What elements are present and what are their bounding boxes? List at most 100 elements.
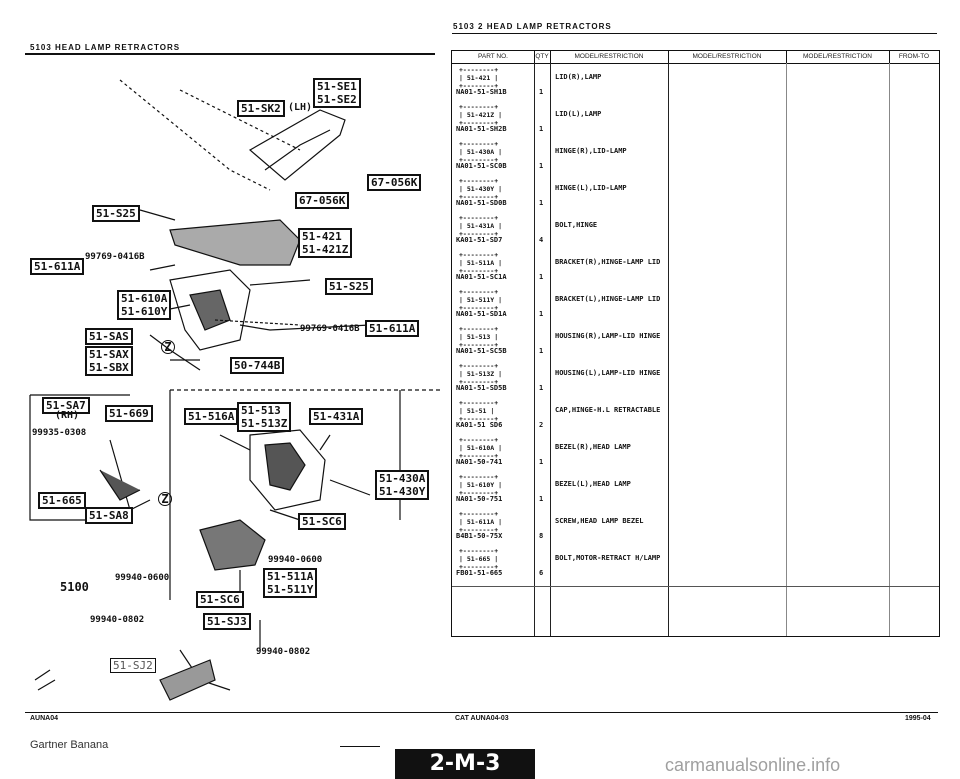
catalog-code: AUNA04 — [30, 715, 59, 722]
part-number: NA01-51-SD5B — [456, 384, 507, 392]
table-bottom-rule — [452, 586, 939, 587]
part-number: KA01-51 SD6 — [456, 421, 503, 429]
callout-51-sc6: 51-SC6 — [298, 513, 346, 530]
col-divider — [550, 63, 551, 636]
section-title: 5103 HEAD LAMP RETRACTORS — [30, 43, 181, 52]
part-number: NA01-51-SC1A — [456, 273, 507, 281]
part-number: NA01-50-741 — [456, 458, 503, 466]
table-row: +--------+| 51-610Y |+--------+ NA01-50-… — [452, 472, 939, 505]
callout-51-s25: 51-S25 — [92, 205, 140, 222]
callout-51-513: 51-513 51-513Z — [237, 402, 292, 432]
ref-no: 51-511A — [466, 259, 495, 267]
header-rule — [25, 53, 435, 55]
decor-rule — [340, 746, 380, 747]
issue-date: 1995-04 — [905, 715, 931, 722]
ref-box: +--------+| 51-513 |+--------+ — [459, 325, 499, 349]
z-marker-b: Z — [158, 492, 172, 506]
ref-box: +--------+| 51-511A |+--------+ — [459, 251, 503, 275]
callout-51-610a: 51-610A 51-610Y — [117, 290, 172, 320]
part-number: FB01-51-665 — [456, 569, 503, 577]
description: CAP,HINGE-H.L RETRACTABLE — [555, 406, 661, 414]
part-number: KA01-51-SD7 — [456, 236, 503, 244]
qty: 1 — [539, 458, 544, 466]
qty: 1 — [539, 384, 544, 392]
table-row: +--------+| 51-421Z |+--------+ NA01-51-… — [452, 102, 939, 135]
ref-no: 51-513 — [466, 333, 491, 341]
exploded-diagram: 51-SE1 51-SE2 51-SK2 (LH) 67-056K 67-056… — [0, 40, 440, 720]
col-divider — [668, 63, 669, 636]
callout-67-056k-b: 67-056K — [295, 192, 350, 209]
ref-box: +--------+| 51-421Z |+--------+ — [459, 103, 503, 127]
description: BEZEL(L),HEAD LAMP — [555, 480, 631, 488]
page-title: 5103 2 HEAD LAMP RETRACTORS — [453, 22, 612, 31]
lh-label: (LH) — [288, 102, 313, 113]
ref-box: +--------+| 51-511Y |+--------+ — [459, 288, 503, 312]
callout-51-611a-b: 51-611A — [365, 320, 420, 337]
part-number: NA01-51-SH2B — [456, 125, 507, 133]
credit-text: Gartner Banana — [30, 739, 109, 751]
ref-number: 5100 — [60, 580, 89, 594]
ref-box: +--------+| 51-421 |+--------+ — [459, 66, 499, 90]
description: BEZEL(R),HEAD LAMP — [555, 443, 631, 451]
qty: 1 — [539, 310, 544, 318]
description: HOUSING(L),LAMP-LID HINGE — [555, 369, 661, 377]
qty: 1 — [539, 125, 544, 133]
table-row: +--------+| 51-430A |+--------+ NA01-51-… — [452, 139, 939, 172]
callout-51-sax: 51-SAX 51-SBX — [85, 346, 133, 376]
description: HINGE(R),LID-LAMP — [555, 147, 627, 155]
callout-50-744b: 50-744B — [230, 357, 285, 374]
description: BRACKET(L),HINGE-LAMP LID — [555, 295, 661, 303]
page-badge: 2-M-3 — [395, 749, 535, 779]
callout-67-056k-a: 67-056K — [367, 174, 422, 191]
col-header-from-to: FROM-TO — [898, 53, 930, 60]
ref-no: 51-665 — [466, 555, 491, 563]
part-number: B4B1-50-75X — [456, 532, 503, 540]
col-header-qty: QTY — [534, 51, 551, 63]
callout-51-516a: 51-516A — [184, 408, 239, 425]
callout-51-421: 51-421 51-421Z — [298, 228, 353, 258]
description: BOLT,MOTOR-RETRACT H/LAMP — [555, 554, 661, 562]
callout-51-sc6b: 51-SC6 — [196, 591, 244, 608]
z-marker-a: Z — [161, 340, 175, 354]
callout-51-611a: 51-611A — [30, 258, 85, 275]
bolt-number-d: 99940-0600 — [268, 555, 323, 565]
ref-box: +--------+| 51-430A |+--------+ — [459, 140, 503, 164]
table-row: +--------+| 51-421 |+--------+ NA01-51-S… — [452, 65, 939, 98]
callout-51-s25b: 51-S25 — [325, 278, 373, 295]
diagram-linework — [29, 79, 440, 701]
col-divider — [786, 63, 787, 636]
description: SCREW,HEAD LAMP BEZEL — [555, 517, 644, 525]
bolt-number-f: 99940-0802 — [90, 615, 145, 625]
description: LID(L),LAMP — [555, 110, 602, 118]
qty: 6 — [539, 569, 544, 577]
description: HINGE(L),LID-LAMP — [555, 184, 627, 192]
callout-51-430a: 51-430A 51-430Y — [375, 470, 430, 500]
bolt-number-e: 99940-0600 — [115, 573, 170, 583]
col-divider — [889, 63, 890, 636]
table-row: +--------+| 51-511Y |+--------+ NA01-51-… — [452, 287, 939, 320]
col-divider — [534, 63, 535, 636]
catalog-ref: CAT AUNA04-03 — [455, 715, 509, 722]
col-header-part-no: PART NO. — [452, 51, 535, 63]
ref-box: +--------+| 51-430Y |+--------+ — [459, 177, 503, 201]
qty: 1 — [539, 199, 544, 207]
table-row: +--------+| 51-610A |+--------+ NA01-50-… — [452, 435, 939, 468]
footer-rule — [25, 712, 938, 713]
table-row: +--------+| 51-513 |+--------+ NA01-51-S… — [452, 324, 939, 357]
description: BOLT,HINGE — [555, 221, 598, 229]
bolt-number-c: 99935-0308 — [32, 428, 87, 438]
qty: 1 — [539, 495, 544, 503]
callout-51-sk2: 51-SK2 — [237, 100, 285, 117]
bolt-number-a: 99769-0416B — [85, 252, 145, 262]
ref-no: 51-431A — [466, 222, 495, 230]
callout-51-sj2: 51-SJ2 — [110, 658, 156, 673]
callout-51-sa8: 51-SA8 — [85, 507, 133, 524]
callout-51-sj3: 51-SJ3 — [203, 613, 251, 630]
ref-no: 51-430Y — [466, 185, 495, 193]
callout-51-sa7: 51-SA7 — [42, 397, 90, 414]
header-divider — [452, 63, 939, 64]
part-number: NA01-51-SC0B — [456, 162, 507, 170]
col-header-model-2: MODEL/RESTRICTION — [668, 51, 787, 63]
qty: 1 — [539, 273, 544, 281]
description: HOUSING(R),LAMP-LID HINGE — [555, 332, 661, 340]
